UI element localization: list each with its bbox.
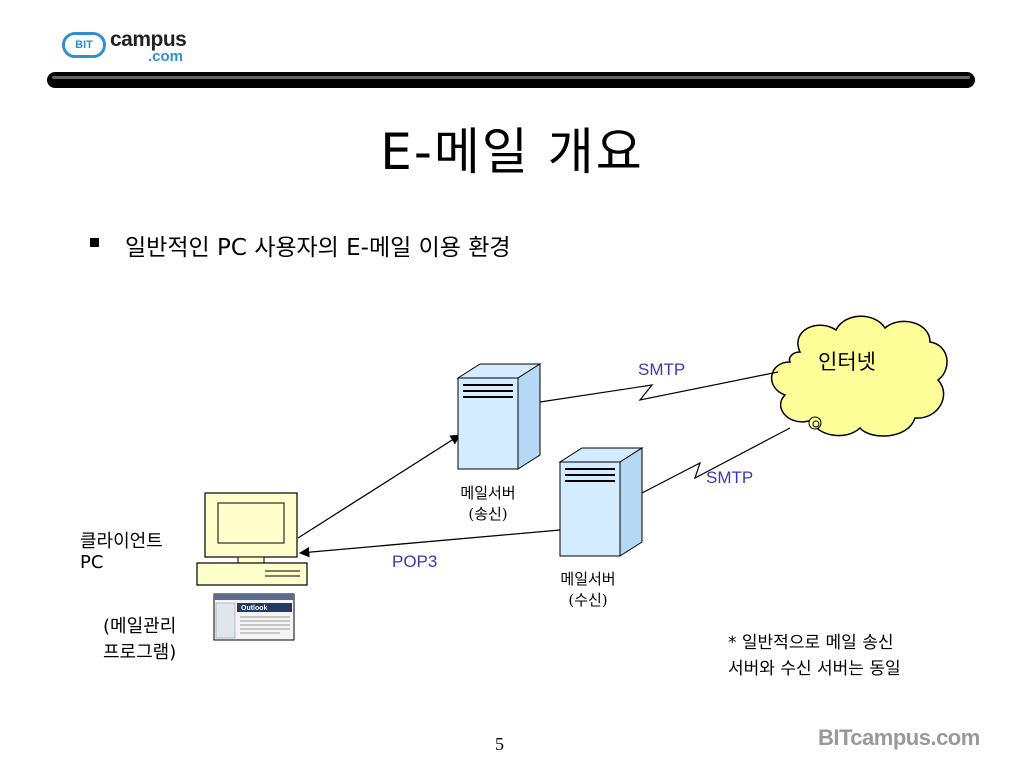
client-to-send-arrow <box>297 434 461 539</box>
recv-server-icon <box>558 447 644 557</box>
slide-title: E-메일 개요 <box>380 123 644 181</box>
client-label-line1: 클라이언트 <box>80 531 163 552</box>
logo-campus-text: campus <box>110 28 187 51</box>
smtp-link-recv <box>639 427 791 495</box>
page-number: 5 <box>495 734 504 754</box>
internet-cloud <box>770 315 948 437</box>
send-server-label-line2: (송신) <box>468 505 508 523</box>
recv-server-label-line2: (수신) <box>568 591 608 609</box>
logo-bit-badge: BIT <box>62 32 106 58</box>
smtp-label-bottom: SMTP <box>706 468 754 487</box>
recv-server-label-line1: 메일서버 <box>560 570 616 588</box>
smtp-link-send <box>539 371 779 403</box>
footer-brand: BITcampus.com <box>818 725 980 750</box>
send-server-icon <box>456 363 542 470</box>
note-line1: * 일반적으로 메일 송신 <box>728 633 894 653</box>
header-divider-inner <box>52 76 970 79</box>
program-label-line2: 프로그램) <box>103 642 177 663</box>
bullet-text: 일반적인 PC 사용자의 E-메일 이용 환경 <box>125 235 511 261</box>
smtp-label-top: SMTP <box>638 360 686 379</box>
internet-label: 인터넷 <box>818 350 876 374</box>
client-label-line2: PC <box>80 552 104 573</box>
logo-com-text: .com <box>148 48 184 65</box>
recv-to-client-arrow <box>298 529 561 558</box>
program-label-line1: (메일관리 <box>103 616 177 637</box>
pop3-label: POP3 <box>392 552 438 571</box>
header-divider <box>47 72 975 88</box>
send-server-label-line1: 메일서버 <box>460 484 516 502</box>
bullet-square-icon <box>90 238 99 247</box>
outlook-screen-text: Outlook <box>241 605 268 612</box>
bitcampus-logo: BIT campus .com <box>62 28 222 68</box>
client-pc-icon: Outlook <box>196 492 308 641</box>
note-line2: 서버와 수신 서버는 동일 <box>728 659 901 679</box>
